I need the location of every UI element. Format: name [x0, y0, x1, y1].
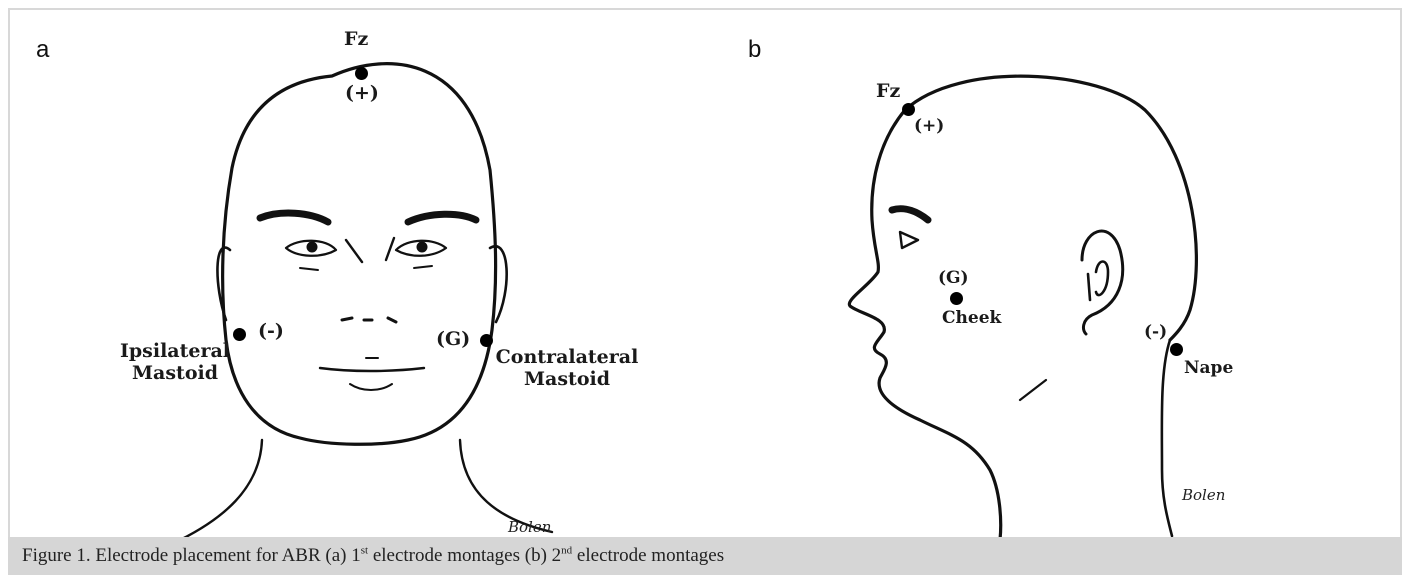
fz-electrode-dot-a [355, 67, 368, 80]
front-head-drawing [180, 64, 552, 540]
ipsilateral-polarity: (-) [258, 320, 284, 342]
caption-suffix: electrode montages [572, 545, 724, 566]
caption-sup-2: nd [561, 545, 572, 557]
nape-electrode-dot [1170, 343, 1183, 356]
fz-electrode-dot-b [902, 103, 915, 116]
contralateral-label: Contralateral Mastoid [492, 346, 642, 390]
contralateral-label-line2: Mastoid [492, 368, 642, 390]
caption-prefix: Figure 1. Electrode placement for ABR (a… [22, 545, 361, 566]
nape-label: Nape [1184, 358, 1233, 378]
ipsilateral-label: Ipsilateral Mastoid [112, 340, 238, 384]
nape-polarity: (-) [1144, 322, 1167, 342]
contralateral-label-line1: Contralateral [492, 346, 642, 368]
ipsilateral-label-line1: Ipsilateral [112, 340, 238, 362]
fz-label-b: Fz [876, 80, 900, 102]
cheek-label: Cheek [942, 308, 1001, 328]
panel-letter-a: a [36, 36, 49, 64]
cheek-polarity: (G) [938, 268, 969, 288]
figure-caption: Figure 1. Electrode placement for ABR (a… [22, 545, 724, 567]
fz-polarity-a: (+) [345, 82, 379, 104]
fz-label-a: Fz [344, 28, 368, 50]
fz-polarity-b: (+) [914, 116, 944, 136]
cheek-electrode-dot [950, 292, 963, 305]
caption-sup-1: st [361, 545, 368, 557]
artist-signature-a: Bolen [508, 518, 551, 536]
profile-head-drawing [849, 76, 1196, 540]
artist-signature-b: Bolen [1182, 486, 1225, 504]
ipsilateral-label-line2: Mastoid [112, 362, 238, 384]
caption-middle: electrode montages (b) 2 [368, 545, 561, 566]
contralateral-polarity: (G) [436, 328, 470, 350]
panel-letter-b: b [748, 36, 761, 64]
